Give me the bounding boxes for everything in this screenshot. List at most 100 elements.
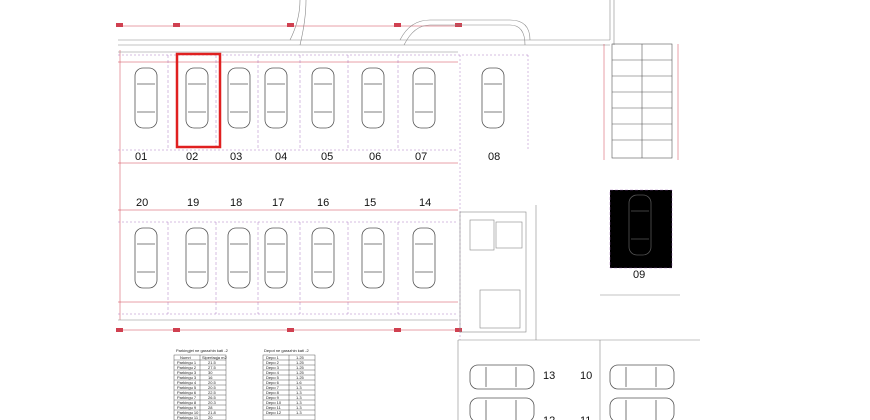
car-icon [469,364,535,390]
table-cell: Parkingu 2 [177,365,197,370]
car-icon [628,194,652,256]
table-cell: Parkingu 8 [177,400,197,405]
table-cell: Parkingu 9 [177,405,197,410]
table-cell: Depo 4 [266,370,280,375]
table-cell: 20 [208,415,213,420]
car-icon [227,67,251,129]
table-cell: Depo 1 [266,355,280,360]
car-icon [469,397,535,420]
table-cell: Depo 8 [266,390,280,395]
parking-area-table: Parkingjet ne garazhin kati -2 Numri Sip… [173,348,229,420]
table-cell: Parkingu 11 [177,415,199,420]
table-cell: Depo 9 [266,395,280,400]
car-icon [361,227,385,289]
space-label: 04 [275,151,287,163]
table-cell: 28 [208,405,213,410]
cars-top-row [134,67,505,129]
table-cell: 1.3 [296,400,302,405]
space-label: 12 [543,415,555,420]
car-icon [264,67,288,129]
space-label: 10 [580,370,592,382]
space-label: 06 [369,151,381,163]
table-cell: 1.25 [296,375,305,380]
space-label: 13 [543,370,555,382]
table-cell: 1.25 [296,370,305,375]
table-cell: Depo 2 [266,360,280,365]
table-cell: Parkingu 1 [177,360,197,365]
table-cell: Parkingu 6 [177,390,197,395]
table-cell: 21.5 [208,360,217,365]
table-cell: Depo 10 [266,400,282,405]
storage-dims [603,44,679,160]
table-cell: 22.5 [208,390,217,395]
car-icon [412,227,436,289]
table-cell: Parkingu 7 [177,395,197,400]
table-cell: 1.25 [296,365,305,370]
space-label: 09 [633,269,645,281]
dimension-ticks [116,23,462,332]
storage-block [611,43,673,159]
table-cell: Depo 3 [266,365,280,370]
space-label: 18 [230,197,242,209]
car-icon [481,67,505,129]
table-cell: 1.3 [296,395,302,400]
table-cell: 20.5 [208,380,217,385]
table-cell: 1.3 [296,405,302,410]
table-cell: 1.25 [296,355,305,360]
car-icon [185,227,209,289]
table-header: Numri [180,355,191,360]
highlighted-parking-space[interactable] [175,52,222,149]
table-cell: 1.3 [296,385,302,390]
space-label: 16 [317,197,329,209]
table-cell: 16 [208,375,213,380]
structure-lines [118,0,700,420]
table-cell: Parkingu 3 [177,375,197,380]
space-labels-top: 01 02 03 04 05 06 07 08 [135,151,500,163]
table-title: Parkingjet ne garazhin kati -2 [176,348,229,353]
table-cell: 21.8 [208,410,217,415]
space-label: 19 [187,197,199,209]
table-cell: Parkingu 3 [177,370,197,375]
table-cell: 26.5 [208,395,217,400]
table-cell: 30 [208,370,213,375]
cars-horizontal [469,364,675,420]
cars-bottom-row [134,194,652,289]
space-label: 03 [230,151,242,163]
car-icon [134,227,158,289]
space-label: 14 [419,197,431,209]
table-cell: Parkingu 10 [177,410,199,415]
table-cell: Parkingu 4 [177,380,197,385]
table-cell: 1.25 [296,360,305,365]
space-label: 20 [136,197,148,209]
table-title: Depot ne garazhin kati -2 [264,348,309,353]
space-label: 11 [580,415,591,420]
space-label: 05 [321,151,333,163]
table-header: Siperfaqja m2 [202,355,227,360]
table-cell: Depo 6 [266,380,280,385]
table-cell: Depo 11 [266,405,282,410]
space-labels-lower-right: 13 10 12 11 [543,370,592,420]
space-label: 15 [364,197,376,209]
table-cell: Depo 5 [266,375,280,380]
car-icon [609,364,675,390]
table-cell: 20.3 [208,400,217,405]
space-label: 07 [415,151,427,163]
space-label: 02 [186,151,198,163]
car-icon [185,67,209,129]
car-icon [264,227,288,289]
table-cell: Parkingu 5 [177,385,197,390]
depot-area-table: Depot ne garazhin kati -2 Depo 1 1.25 De… [262,348,316,420]
table-cell: Depo 12 [266,410,282,415]
table-cell: Depo 7 [266,385,280,390]
table-cell: 20.5 [208,385,217,390]
bay-dividers [167,55,673,314]
space-label: 01 [135,151,147,163]
space-label: 08 [488,151,500,163]
car-icon [412,67,436,129]
table-cell: 1.3 [296,390,302,395]
space-label: 17 [272,197,284,209]
car-icon [311,227,335,289]
car-icon [134,67,158,129]
car-icon [361,67,385,129]
